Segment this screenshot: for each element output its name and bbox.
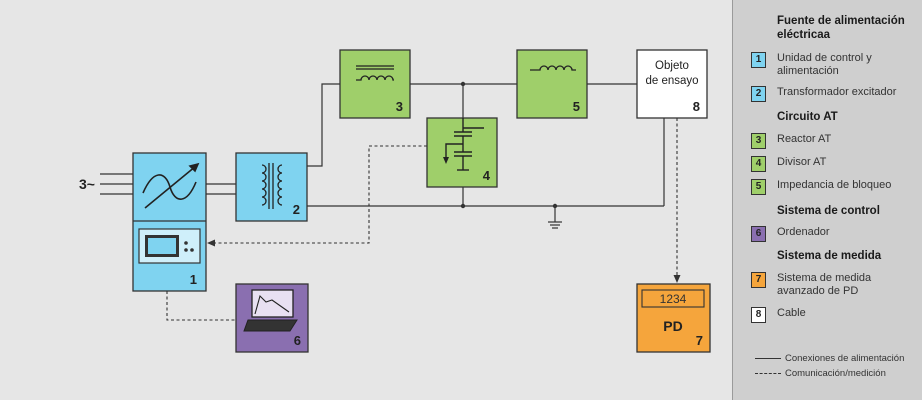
pd-label: PD: [663, 318, 682, 334]
communication-lines: [166, 118, 678, 321]
node-1-control-unit: 1: [132, 152, 207, 292]
legend-panel: Fuente de alimentación eléctricaa 1 Unid…: [732, 0, 922, 400]
legend-swatch-7: 7: [751, 272, 766, 288]
transformer-icon: [261, 163, 283, 209]
legend-text-1: Unidad de control y alimentación: [777, 52, 872, 77]
legend-item-3: 3 Reactor AT: [751, 133, 921, 151]
junction-dots: [460, 81, 558, 209]
capacitor-divider-icon: [445, 118, 484, 171]
reactor-coil-icon: [356, 65, 394, 81]
laptop-icon: [243, 289, 298, 332]
monitor-icon: [138, 228, 201, 264]
legend-swatch-8: 8: [751, 307, 766, 323]
legend-text-7: Sistema de medida avanzado de PD: [777, 272, 872, 297]
arrow-to-control-unit: [207, 239, 215, 247]
legend-dashed-line-text: Comunicación/medición: [785, 368, 886, 379]
legend-heading-control-system: Sistema de control: [777, 205, 880, 217]
legend-text-8: Cable: [777, 307, 806, 319]
legend-text-2: Transformador excitador: [777, 86, 897, 98]
test-setup-diagram: 1 2 3: [79, 49, 711, 353]
variable-transformer-icon: [142, 162, 200, 209]
node-5-blocking-impedance: 5: [516, 49, 588, 119]
node-2-exciter-transformer: 2: [235, 152, 308, 222]
legend-swatch-5: 5: [751, 179, 766, 195]
power-connections: [100, 83, 665, 229]
legend-text-6: Ordenador: [777, 226, 830, 238]
node-7-pd-system: 1234 PD 7: [636, 283, 711, 353]
test-object-label-line2: de ensayo: [645, 75, 698, 87]
legend-item-6: 6 Ordenador: [751, 226, 921, 244]
legend-swatch-6: 6: [751, 226, 766, 242]
legend-swatch-2: 2: [751, 86, 766, 102]
arrow-to-pd-system: [673, 275, 681, 283]
node-4-hv-divider: 4: [426, 117, 498, 188]
legend-text-3: Reactor AT: [777, 133, 832, 145]
legend-solid-line-text: Conexiones de alimentación: [785, 353, 905, 364]
node-1-number: 1: [190, 272, 197, 287]
legend-item-5: 5 Impedancia de bloqueo: [751, 179, 921, 197]
legend-text-5: Impedancia de bloqueo: [777, 179, 892, 191]
test-object-label-line1: Objeto: [655, 60, 689, 72]
legend-solid-line-sample: [755, 358, 781, 359]
node-4-number: 4: [483, 168, 491, 183]
legend-swatch-3: 3: [751, 133, 766, 149]
impedance-coil-icon: [530, 65, 576, 71]
legend-swatch-4: 4: [751, 156, 766, 172]
node-5-number: 5: [573, 99, 580, 114]
pd-display-value: 1234: [660, 292, 687, 306]
legend-item-2: 2 Transformador excitador: [751, 86, 921, 104]
legend-text-4: Divisor AT: [777, 156, 827, 168]
node-8-test-object: Objeto de ensayo 8: [636, 49, 708, 119]
divider-arrow-icon: [443, 157, 449, 164]
pd-display: [641, 289, 705, 308]
legend-heading-ht-circuit: Circuito AT: [777, 111, 838, 123]
node-7-number: 7: [696, 333, 703, 348]
node-2-number: 2: [293, 202, 300, 217]
legend-item-8: 8 Cable: [751, 307, 921, 325]
node-8-number: 8: [693, 99, 700, 114]
supply-label: 3~: [79, 176, 95, 192]
legend-item-7: 7 Sistema de medida avanzado de PD: [751, 272, 921, 297]
node-6-computer: 6: [235, 283, 309, 353]
legend-heading-measurement-system: Sistema de medida: [777, 250, 882, 262]
legend-item-4: 4 Divisor AT: [751, 156, 921, 174]
node-3-hv-reactor: 3: [339, 49, 411, 119]
legend-swatch-1: 1: [751, 52, 766, 68]
node-6-number: 6: [294, 333, 301, 348]
legend-dashed-line-sample: [755, 373, 781, 374]
legend-heading-power-supply: Fuente de alimentación eléctricaa: [777, 15, 905, 41]
legend-item-1: 1 Unidad de control y alimentación: [751, 52, 921, 77]
node-3-number: 3: [396, 99, 403, 114]
